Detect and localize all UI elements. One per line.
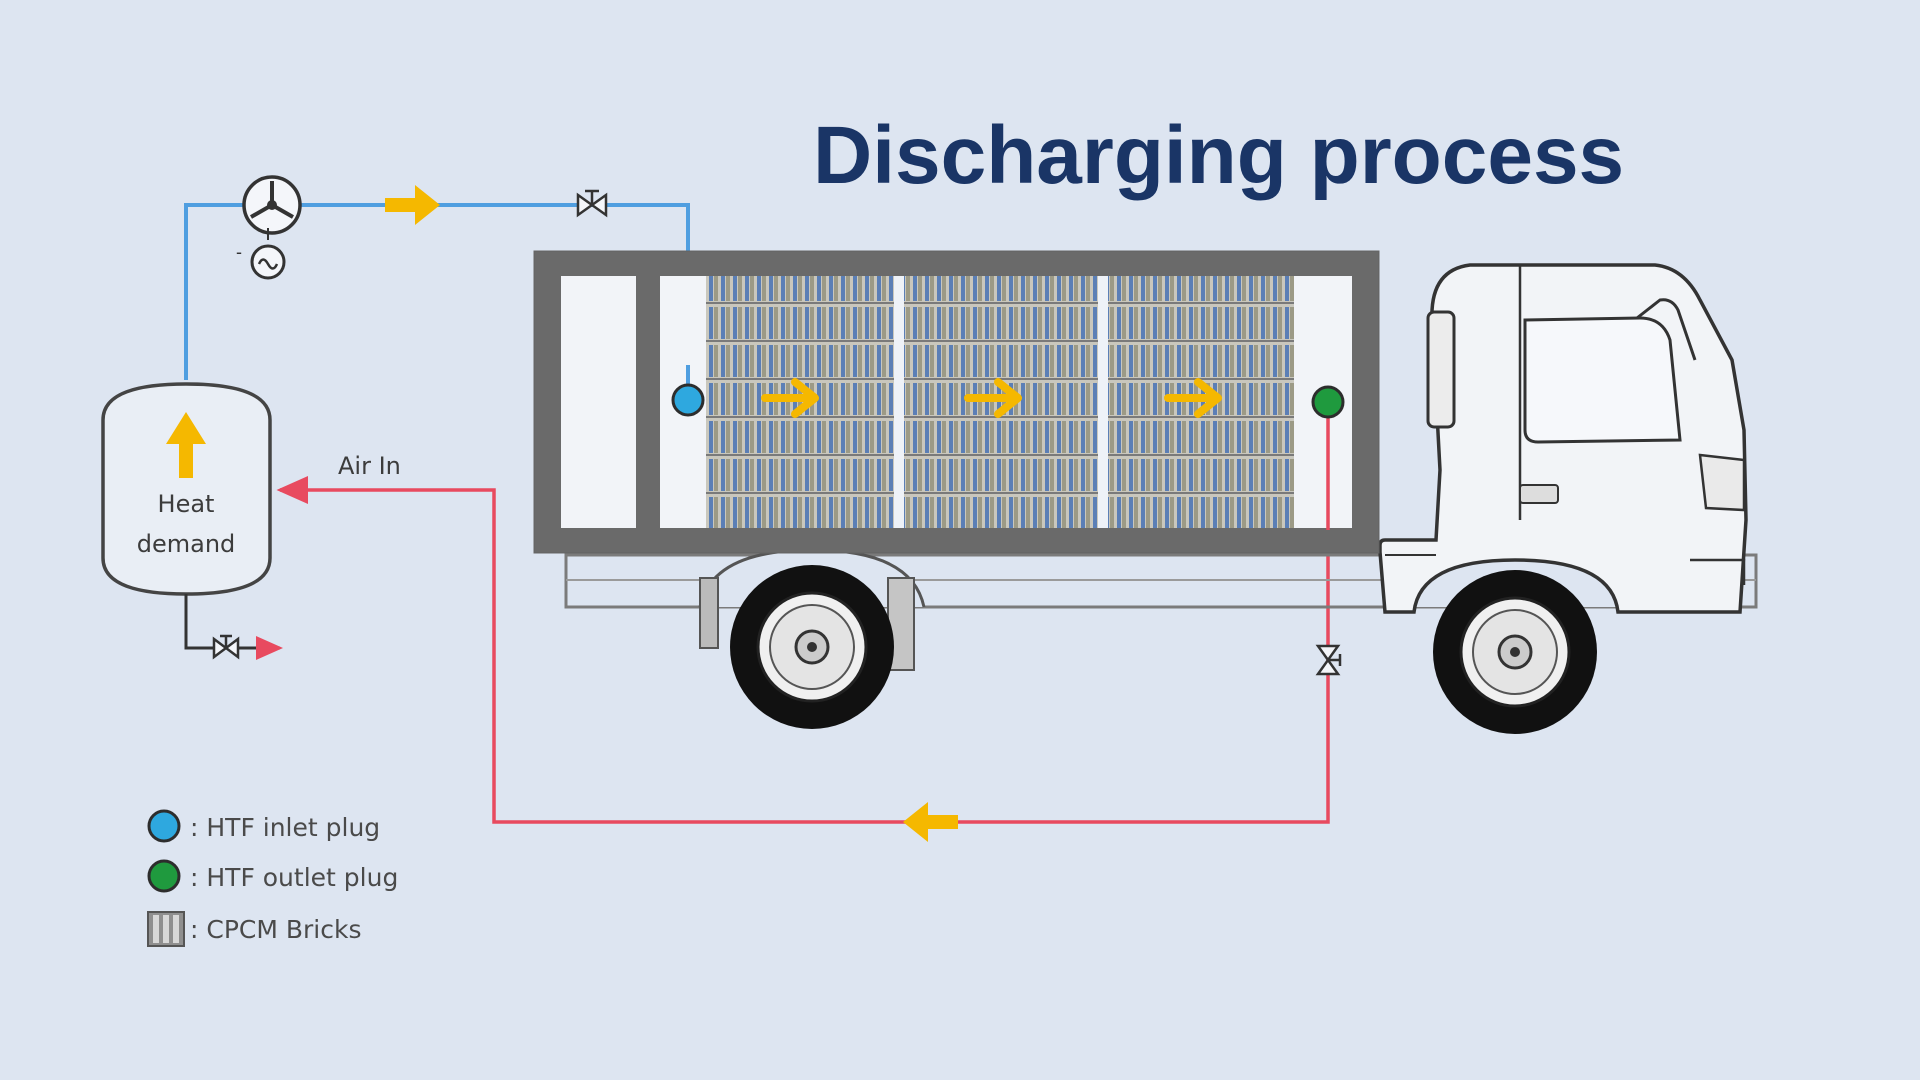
- flow-arrow-icon: [166, 412, 206, 478]
- legend-inlet-swatch: [147, 809, 181, 843]
- air-in-label: Air In: [338, 452, 401, 480]
- htf-inlet-plug: [671, 383, 705, 417]
- fan-icon: [242, 175, 302, 235]
- legend-outlet-label: : HTF outlet plug: [190, 863, 398, 892]
- air-in-line: [276, 405, 1330, 824]
- legend-bricks-label: : CPCM Bricks: [190, 915, 362, 944]
- page-title: Discharging process: [813, 110, 1624, 201]
- generator-icon: -: [236, 228, 286, 280]
- htf-outlet-plug: [1311, 385, 1345, 419]
- svg-text:-: -: [236, 242, 242, 262]
- tank-outlet: [184, 594, 283, 660]
- valve-icon: [1315, 644, 1342, 676]
- legend: : HTF inlet plug : HTF outlet plug : CPC…: [147, 809, 398, 947]
- flow-arrow-icon: [385, 185, 440, 225]
- rear-wheel: [730, 565, 894, 729]
- legend-bricks-swatch: [147, 911, 185, 947]
- heat-demand-tank: Heat demand: [101, 382, 272, 596]
- legend-outlet-swatch: [147, 859, 181, 893]
- valve-icon: [576, 189, 608, 218]
- valve-icon: [212, 634, 240, 660]
- legend-inlet-label: : HTF inlet plug: [190, 813, 380, 842]
- flow-arrow-icon: [761, 378, 1222, 418]
- heat-demand-label-1: Heat: [158, 490, 215, 518]
- truck-icon: [533, 250, 1758, 734]
- flow-arrow-icon: [903, 802, 958, 842]
- heat-demand-label-2: demand: [137, 530, 236, 558]
- front-wheel: [1433, 570, 1597, 734]
